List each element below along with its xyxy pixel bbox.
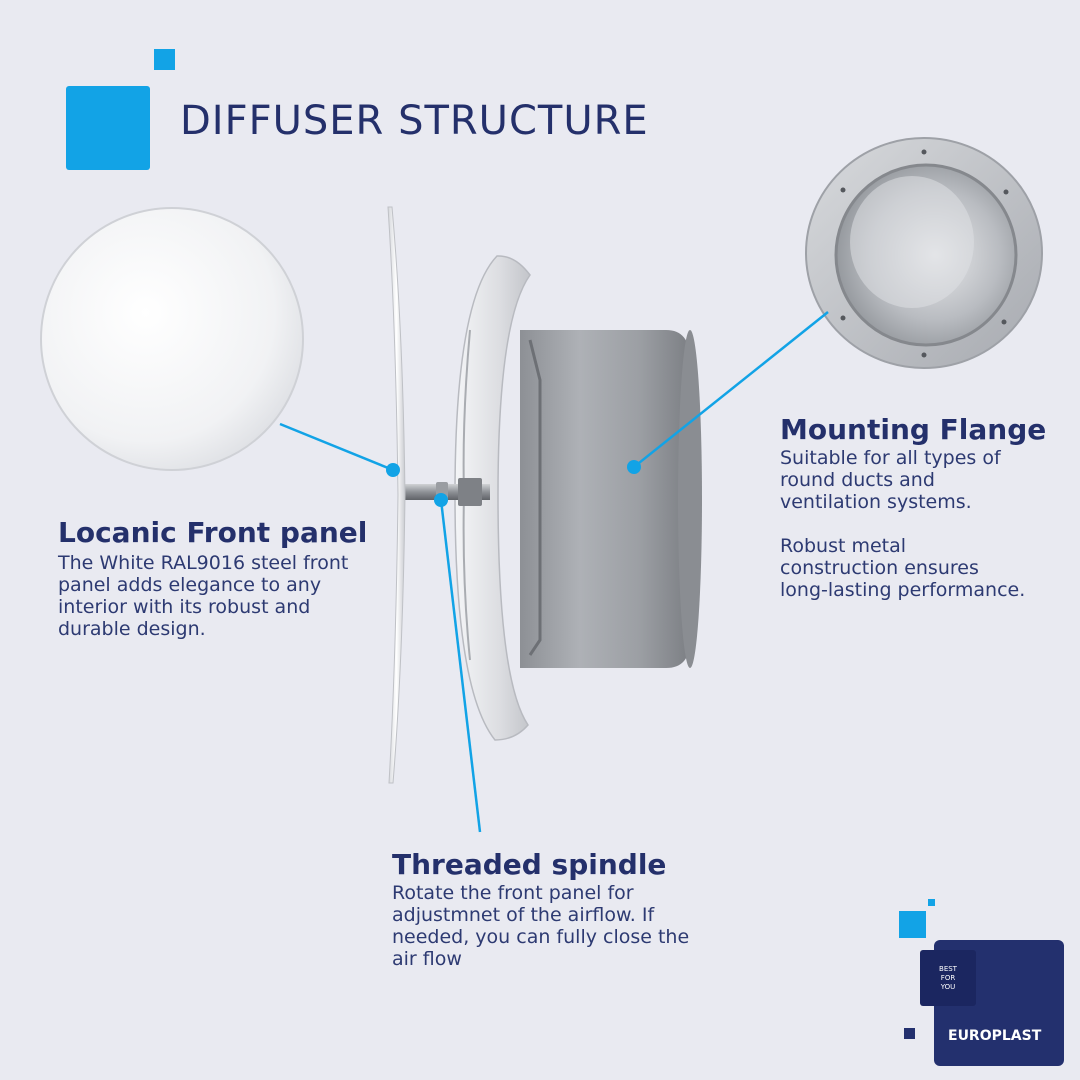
flange-body-2: Robust metal construction ensures long-l… <box>780 535 1026 601</box>
front-panel-connector-line <box>279 422 394 472</box>
title-accent-square-small <box>154 49 175 70</box>
front-panel-heading: Locanic Front panel <box>58 516 368 549</box>
spindle-connector-line <box>439 499 482 833</box>
mounting-flange-image <box>805 137 1043 369</box>
diffuser-body <box>520 330 690 668</box>
badge-line-1: BEST <box>939 964 957 973</box>
flange-body: Suitable for all types of round ducts an… <box>780 447 1001 513</box>
front-panel-description: The White RAL9016 steel front panel adds… <box>58 552 358 640</box>
spindle-description: Rotate the front panel for adjustmnet of… <box>392 882 692 970</box>
spindle-body: Rotate the front panel for adjustmnet of… <box>392 882 690 970</box>
logo-accent-square-tiny <box>928 899 935 906</box>
flange-heading: Mounting Flange <box>780 413 1047 446</box>
front-panel-side <box>387 206 406 784</box>
flange-connector-dot <box>627 460 641 474</box>
front-panel-disc-image <box>40 207 304 471</box>
badge-line-2: FOR <box>940 973 956 982</box>
diffuser-bezel <box>454 255 531 741</box>
flange-connector-line <box>633 311 829 468</box>
front-panel-body: The White RAL9016 steel front panel adds… <box>58 552 349 640</box>
logo-badge: BEST FOR YOU <box>920 950 976 1006</box>
logo-accent-square <box>899 911 926 938</box>
spindle-connector-dot <box>434 493 448 507</box>
front-panel-connector-dot <box>386 463 400 477</box>
spindle-heading: Threaded spindle <box>392 848 667 881</box>
brand-name: EUROPLAST <box>948 1028 1042 1044</box>
title-accent-square-large <box>66 86 150 170</box>
flange-description: Suitable for all types of round ducts an… <box>780 447 1030 601</box>
logo-dot-square <box>904 1028 915 1039</box>
page-title: DIFFUSER STRUCTURE <box>180 98 649 144</box>
badge-line-3: YOU <box>940 982 956 991</box>
